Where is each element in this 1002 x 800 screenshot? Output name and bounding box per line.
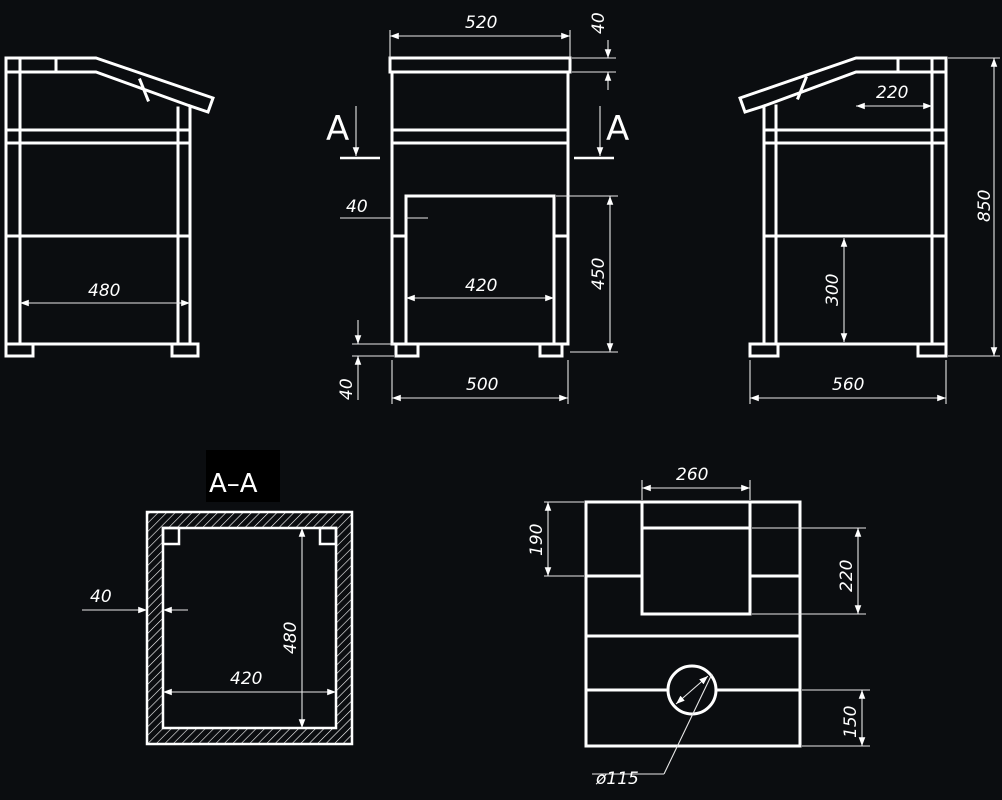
rear-panel-width-label: 260: [676, 465, 708, 485]
rear-upper-offset-label: 190: [527, 524, 547, 556]
cut-marker-right: A: [606, 109, 629, 149]
front-door-offset-label: 40: [346, 197, 368, 217]
front-base-width-label: 500: [466, 375, 498, 395]
left-width-label: 480: [88, 281, 120, 301]
cut-marker-left: A: [326, 109, 349, 149]
front-top-width-label: 520: [465, 13, 497, 33]
front-inner-width-label: 420: [465, 276, 497, 296]
front-top-thick-label: 40: [589, 12, 609, 34]
front-view: 520 40 A A 40 420 450 40 500: [326, 12, 629, 404]
section-inner-depth-label: 480: [281, 622, 301, 654]
front-door-height-label: 450: [589, 258, 609, 290]
right-roof-label: 220: [876, 83, 908, 103]
front-leg-height-label: 40: [337, 378, 357, 400]
section-title: A–A: [209, 469, 258, 499]
left-side-view: 480: [4, 56, 215, 358]
rear-hole-diameter-label: ø115: [595, 769, 639, 789]
section-inner-width-label: 420: [230, 669, 262, 689]
rear-panel-height-label: 220: [837, 560, 857, 592]
section-a-a: A–A 40 420 480: [82, 450, 354, 746]
right-side-view: 220 850 300 560: [738, 56, 1000, 404]
rear-hole-offset-label: 150: [841, 706, 861, 738]
right-base-width-label: 560: [832, 375, 864, 395]
right-opening-label: 300: [823, 274, 843, 306]
rear-view: 260 190 220 150 ø115: [527, 465, 870, 789]
section-wall-label: 40: [90, 587, 112, 607]
right-total-height-label: 850: [975, 190, 995, 222]
